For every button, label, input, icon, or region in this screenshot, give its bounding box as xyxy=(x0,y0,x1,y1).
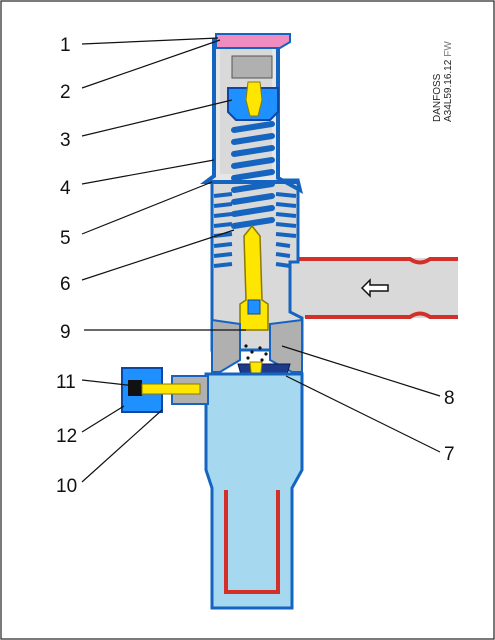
callout-label-6: 6 xyxy=(60,274,71,295)
reference-number-suffix: FW xyxy=(443,41,454,57)
leader-11 xyxy=(81,379,137,387)
callout-label-7: 7 xyxy=(444,444,455,465)
outlet-pipe xyxy=(224,490,280,594)
valve-stem xyxy=(239,224,269,331)
callout-label-4: 4 xyxy=(60,178,71,199)
leader-lines xyxy=(81,37,441,483)
main-spring xyxy=(231,121,275,229)
leader-5 xyxy=(81,181,213,235)
seat-spring xyxy=(244,344,268,362)
leader-12 xyxy=(81,405,125,433)
reference-number: A34L59.16.12 FW xyxy=(443,41,454,122)
callout-label-8: 8 xyxy=(444,388,455,409)
leader-2 xyxy=(81,39,221,89)
bellows xyxy=(213,192,297,268)
leader-6 xyxy=(81,229,235,281)
outlet-body xyxy=(204,372,304,610)
leader-10 xyxy=(81,409,163,483)
leader-8 xyxy=(281,345,441,397)
stem-insert xyxy=(247,299,261,315)
callout-label-5: 5 xyxy=(60,228,71,249)
reference-brand: DANFOSS xyxy=(432,73,443,122)
leader-7 xyxy=(285,375,441,453)
adjusting-screw xyxy=(231,55,273,79)
left-arrow-icon xyxy=(360,278,389,298)
reference-code: DANFOSS A34L59.16.12 FW xyxy=(432,41,454,122)
leader-3 xyxy=(81,99,233,137)
callout-label-12: 12 xyxy=(56,426,77,447)
callout-label-2: 2 xyxy=(60,82,71,103)
callout-label-3: 3 xyxy=(60,130,71,151)
callout-labels: 1 2 3 4 5 6 9 8 11 7 12 10 xyxy=(56,35,455,497)
reference-number-code: A34L59.16.12 xyxy=(443,59,454,122)
valve-seat xyxy=(211,318,303,373)
callout-label-9: 9 xyxy=(60,322,71,343)
callout-label-1: 1 xyxy=(60,35,71,56)
top-cap xyxy=(215,33,291,49)
leader-1 xyxy=(81,37,219,45)
callout-label-11: 11 xyxy=(56,372,76,393)
gauge-connection xyxy=(121,367,209,413)
leader-4 xyxy=(81,159,215,185)
retainer-pin xyxy=(245,81,263,117)
callout-label-10: 10 xyxy=(56,476,77,497)
